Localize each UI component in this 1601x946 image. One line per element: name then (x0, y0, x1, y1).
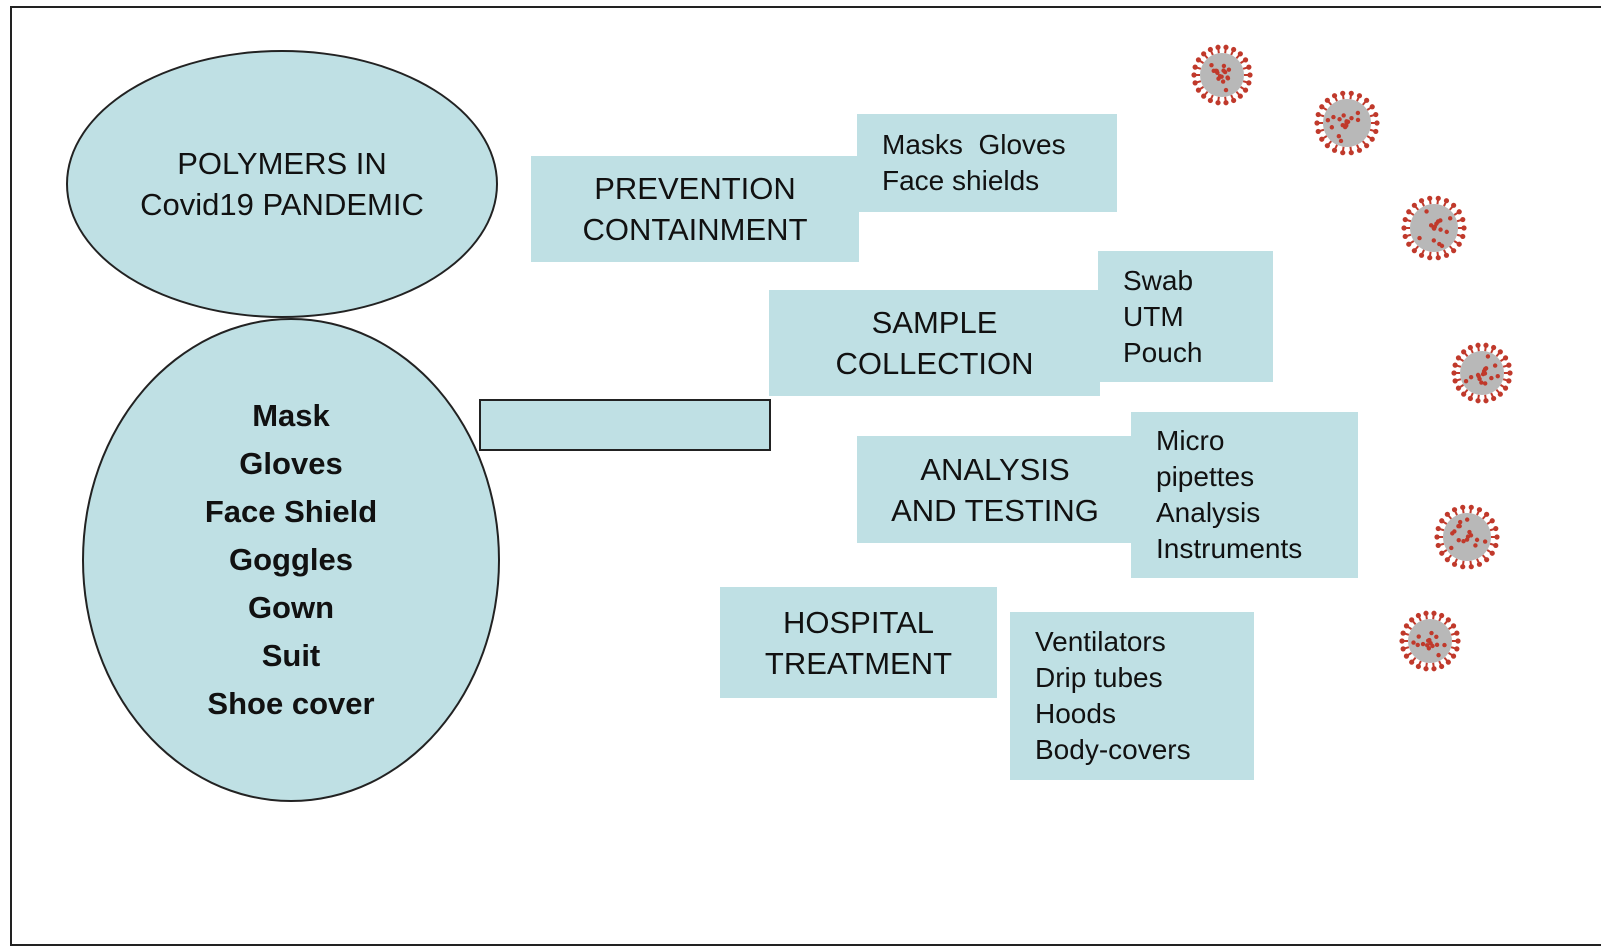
coronavirus-icon (1425, 504, 1509, 570)
ppe-item: Suit (205, 632, 377, 680)
category-label-line: HOSPITAL (783, 602, 934, 643)
detail-line: pipettes (1156, 459, 1358, 495)
coronavirus-icon (1183, 44, 1261, 106)
detail-line: Instruments (1156, 531, 1358, 567)
ppe-ellipse: Mask Gloves Face Shield Goggles Gown Sui… (82, 318, 500, 802)
detail-line: Swab (1123, 263, 1273, 299)
prevention-detail-box: Masks Gloves Face shields (857, 114, 1117, 212)
hospital-category-box: HOSPITAL TREATMENT (720, 587, 997, 698)
category-label-line: COLLECTION (835, 343, 1033, 384)
ppe-item: Gloves (205, 440, 377, 488)
hospital-detail-box: Ventilators Drip tubes Hoods Body-covers (1010, 612, 1254, 780)
detail-line: Pouch (1123, 335, 1273, 371)
ppe-item-list: Mask Gloves Face Shield Goggles Gown Sui… (205, 392, 377, 728)
sample-category-box: SAMPLE COLLECTION (769, 290, 1100, 396)
category-label-line: CONTAINMENT (582, 209, 807, 250)
coronavirus-icon (1391, 610, 1469, 672)
sample-detail-box: Swab UTM Pouch (1098, 251, 1273, 382)
category-label-line: AND TESTING (891, 490, 1099, 531)
detail-line: Micro (1156, 423, 1358, 459)
connector-bar (479, 399, 771, 451)
ppe-item: Face Shield (205, 488, 377, 536)
title-line: POLYMERS IN (140, 143, 424, 184)
detail-line: Ventilators (1035, 624, 1254, 660)
title-text: POLYMERS IN Covid19 PANDEMIC (140, 143, 424, 225)
coronavirus-icon (1392, 195, 1476, 261)
analysis-category-box: ANALYSIS AND TESTING (857, 436, 1133, 543)
coronavirus-icon (1444, 342, 1520, 404)
ppe-item: Gown (205, 584, 377, 632)
ppe-item: Goggles (205, 536, 377, 584)
category-label-line: SAMPLE (872, 302, 998, 343)
title-line: Covid19 PANDEMIC (140, 184, 424, 225)
detail-line: UTM (1123, 299, 1273, 335)
detail-line: Hoods (1035, 696, 1254, 732)
analysis-detail-box: Micro pipettes Analysis Instruments (1131, 412, 1358, 578)
prevention-category-box: PREVENTION CONTAINMENT (531, 156, 859, 262)
title-ellipse: POLYMERS IN Covid19 PANDEMIC (66, 50, 498, 318)
coronavirus-icon (1305, 90, 1389, 156)
detail-line: Drip tubes (1035, 660, 1254, 696)
detail-line: Face shields (882, 163, 1117, 199)
category-label-line: PREVENTION (594, 168, 796, 209)
detail-line: Analysis (1156, 495, 1358, 531)
ppe-item: Shoe cover (205, 680, 377, 728)
category-label-line: ANALYSIS (920, 449, 1069, 490)
detail-line: Masks Gloves (882, 127, 1117, 163)
category-label-line: TREATMENT (765, 643, 952, 684)
detail-line: Body-covers (1035, 732, 1254, 768)
ppe-item: Mask (205, 392, 377, 440)
